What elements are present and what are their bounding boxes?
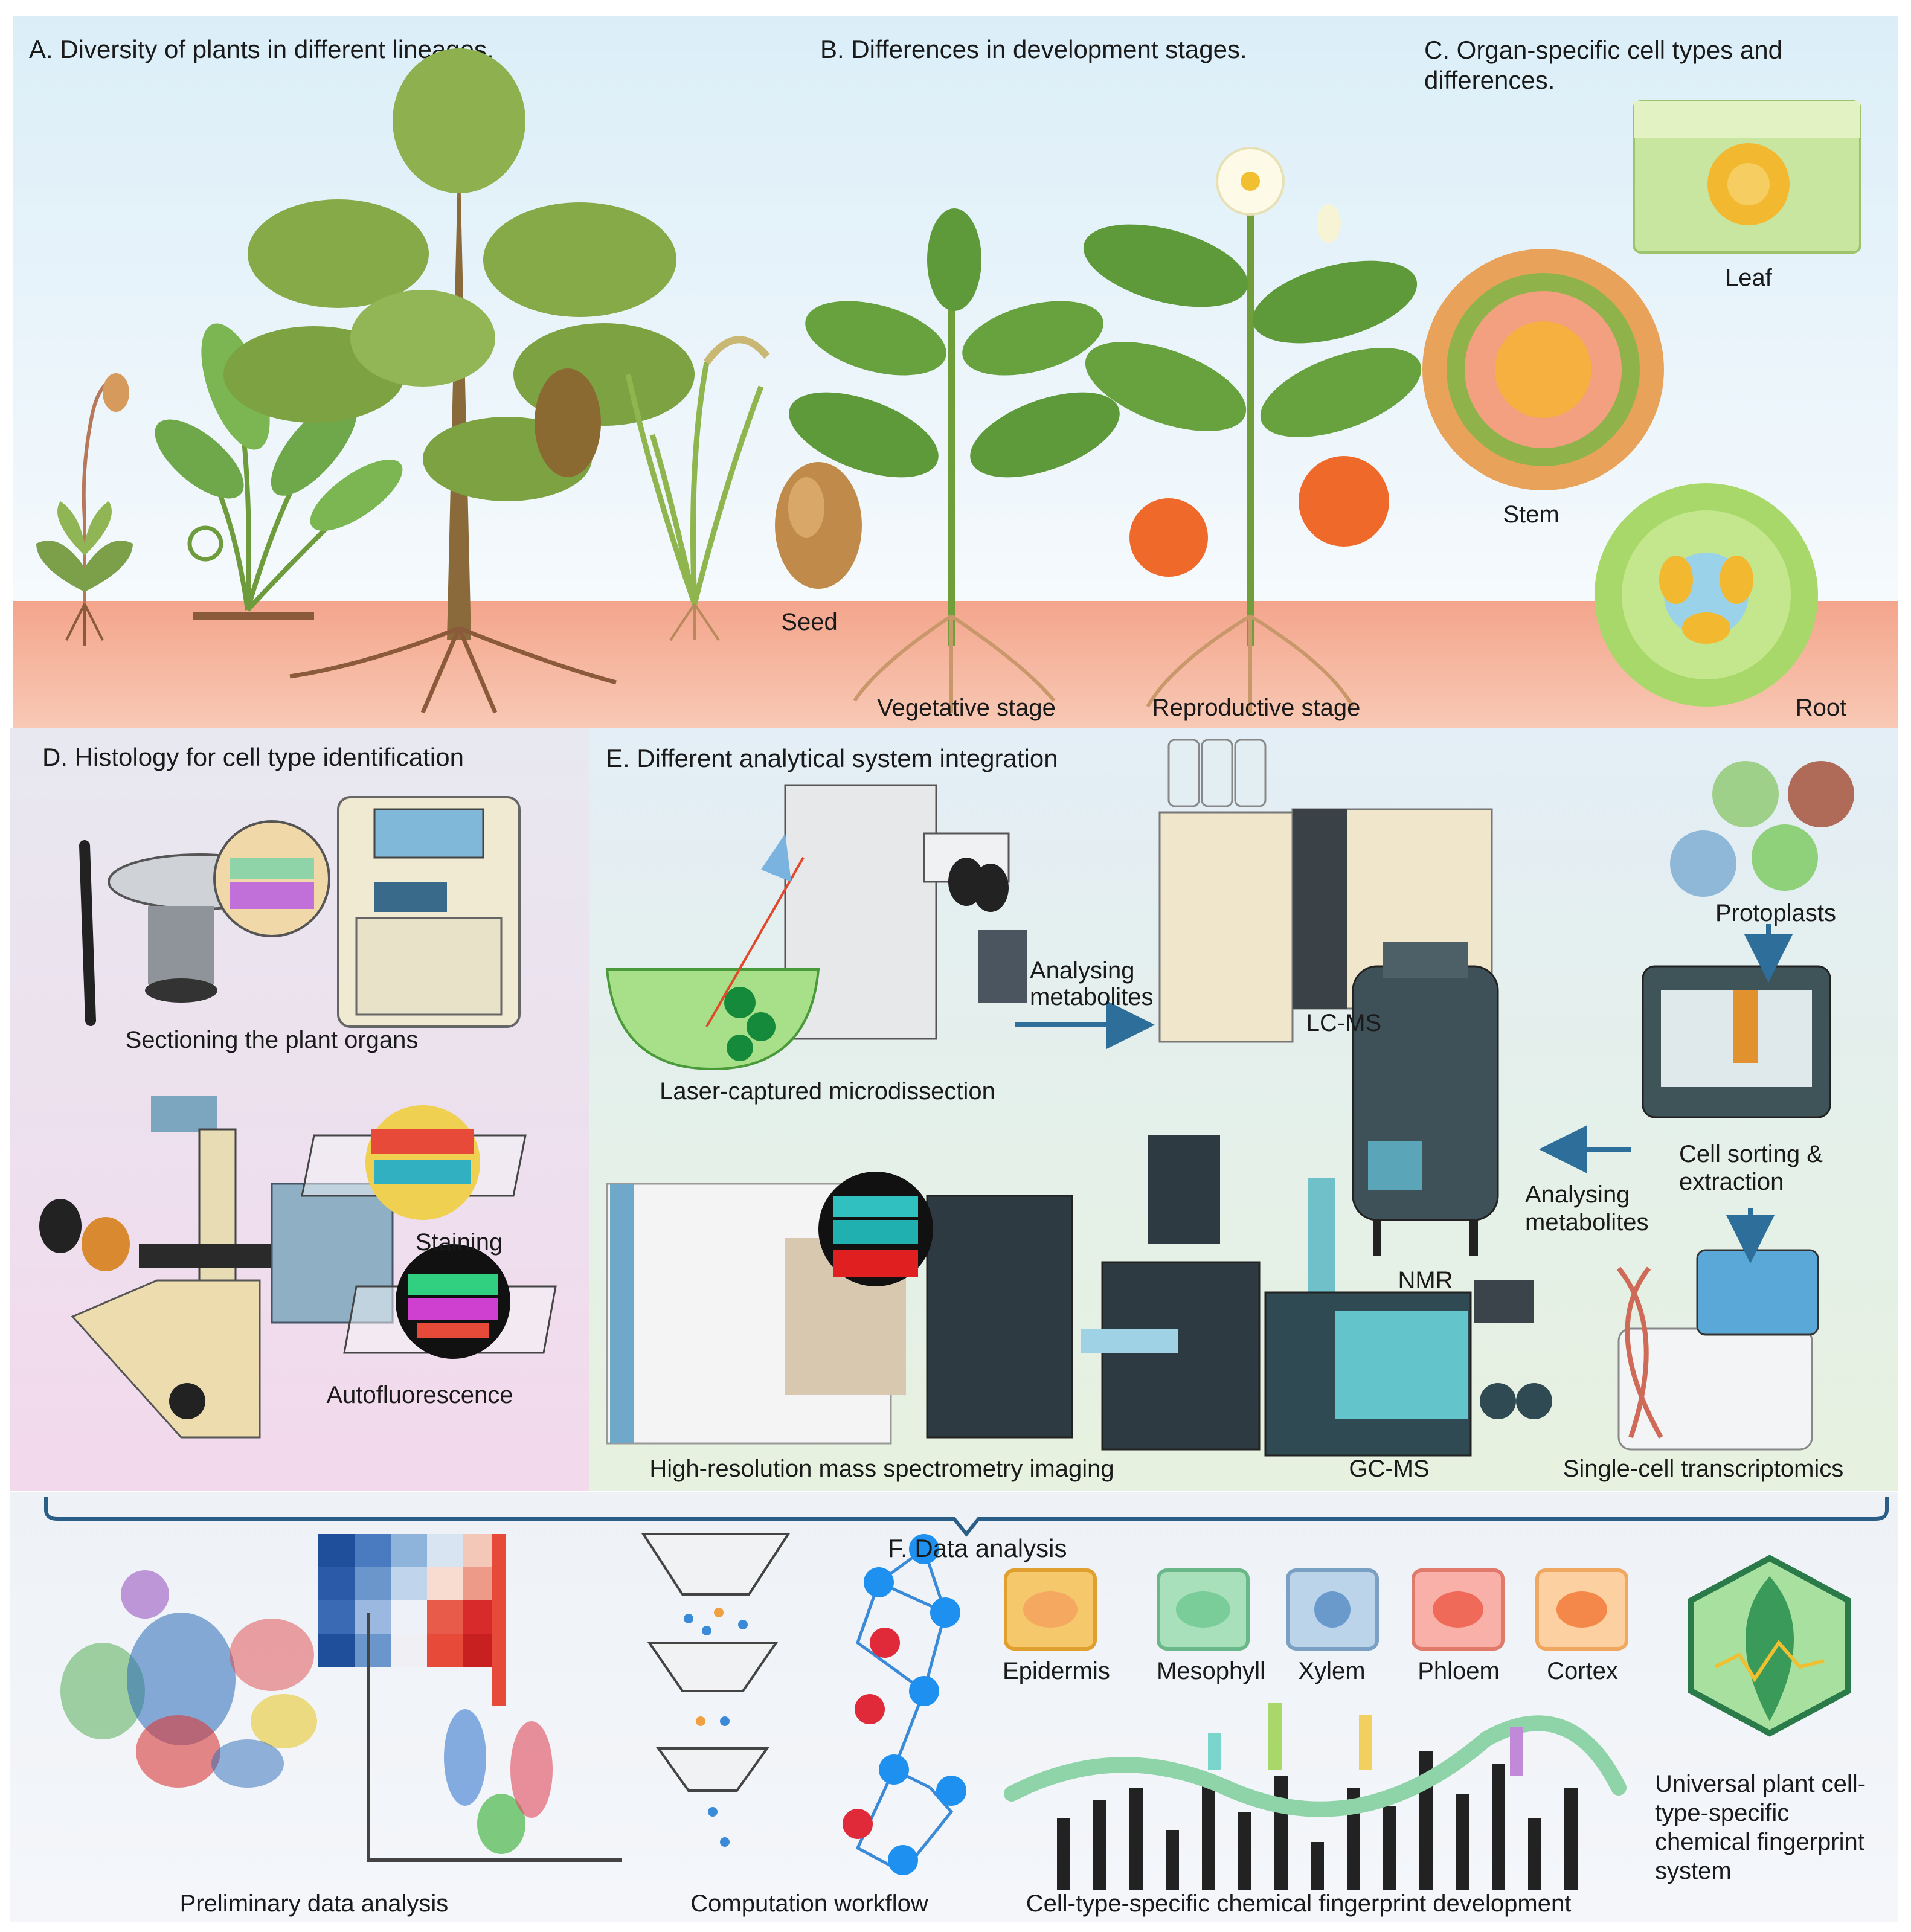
stem-section-icon [1422, 249, 1664, 490]
microtome-icon [79, 796, 521, 1028]
panel-d-title: D. Histology for cell type identificatio… [42, 743, 464, 771]
cell-sorting-label: Cell sorting & extraction [1679, 1141, 1823, 1195]
vegetative-stage-label: Vegetative stage [877, 695, 1056, 721]
panel-a-title: A. Diversity of plants in different line… [29, 35, 494, 63]
panel-c-title: C. Organ-specific cell types and differe… [1424, 36, 1782, 95]
moss-icon [36, 373, 133, 646]
analysing-metabolites-label-1: Analysing metabolites [1030, 957, 1154, 1010]
lcms-label: LC-MS [1306, 1010, 1382, 1036]
universal-label: Universal plant cell-type-specific chemi… [1655, 1771, 1866, 1884]
protoplasts-label: Protoplasts [1715, 900, 1837, 926]
panel-e-title: E. Different analytical system integrati… [606, 744, 1058, 772]
cluster-plot-icon [60, 1570, 317, 1788]
mass-spectrometer-icon [606, 1135, 1261, 1451]
nmr-label: NMR [1398, 1267, 1453, 1294]
preliminary-label: Preliminary data analysis [179, 1890, 449, 1917]
root-label: Root [1795, 695, 1847, 721]
pine-icon [223, 48, 695, 714]
microscope-icon [39, 1096, 394, 1439]
seed-label: Seed [781, 609, 838, 635]
cell-type-swatches [1004, 1568, 1628, 1651]
bracket [44, 1497, 1889, 1537]
volcano-plot-icon [367, 1613, 622, 1862]
epidermis-label: Epidermis [1003, 1658, 1110, 1684]
scrna-label: Single-cell transcriptomics [1563, 1455, 1844, 1482]
staining-label: Staining [415, 1229, 503, 1256]
root-section-icon [1595, 483, 1818, 707]
leaf-section-icon [1633, 100, 1861, 254]
mesophyll-label: Mesophyll [1156, 1658, 1266, 1684]
network-icon [843, 1534, 966, 1875]
seed-icon [775, 462, 862, 589]
soil-band [13, 601, 1898, 728]
leaf-hexagon-icon [1688, 1555, 1851, 1737]
funnel-icon [641, 1533, 791, 1847]
cortex-label: Cortex [1547, 1658, 1618, 1684]
gcms-icon [1264, 1178, 1552, 1457]
seedling-icon [789, 208, 1120, 713]
sequencer-icon [1616, 1249, 1819, 1451]
lcms-icon [1158, 739, 1493, 1043]
panel-b-title: B. Differences in development stages. [820, 35, 1247, 63]
hrmsi-label: High-resolution mass spectrometry imagin… [649, 1455, 1114, 1482]
laser-microdissection-icon [605, 784, 1027, 1071]
panel-f-title: F. Data analysis [888, 1534, 1067, 1562]
computation-label: Computation workflow [690, 1890, 928, 1917]
stem-label: Stem [1503, 501, 1559, 528]
autofluorescence-label: Autofluorescence [326, 1382, 513, 1408]
lcm-label: Laser-captured microdissection [660, 1078, 995, 1105]
analysing-metabolites-label-2: Analysing metabolites [1525, 1181, 1649, 1236]
autofluorescence-slide-icon [343, 1244, 557, 1359]
nmr-icon [1352, 942, 1499, 1256]
xylem-label: Xylem [1298, 1658, 1366, 1684]
phloem-label: Phloem [1418, 1658, 1500, 1684]
grass-icon [625, 336, 770, 641]
cell-sorter-icon [1642, 965, 1831, 1118]
leaf-label: Leaf [1725, 265, 1772, 291]
heatmap-icon [318, 1534, 506, 1706]
fingerprint-label: Cell-type-specific chemical fingerprint … [1026, 1890, 1572, 1917]
panel-a-b-c-illustrations [36, 48, 1861, 714]
staining-slide-icon [301, 1105, 527, 1220]
fingerprint-bars-icon [1004, 1703, 1627, 1890]
gcms-label: GC-MS [1349, 1455, 1430, 1482]
protoplasts-icon [1670, 761, 1854, 897]
flowering-plant-icon [1083, 147, 1422, 713]
reproductive-stage-label: Reproductive stage [1152, 695, 1361, 721]
sectioning-label: Sectioning the plant organs [125, 1027, 419, 1053]
